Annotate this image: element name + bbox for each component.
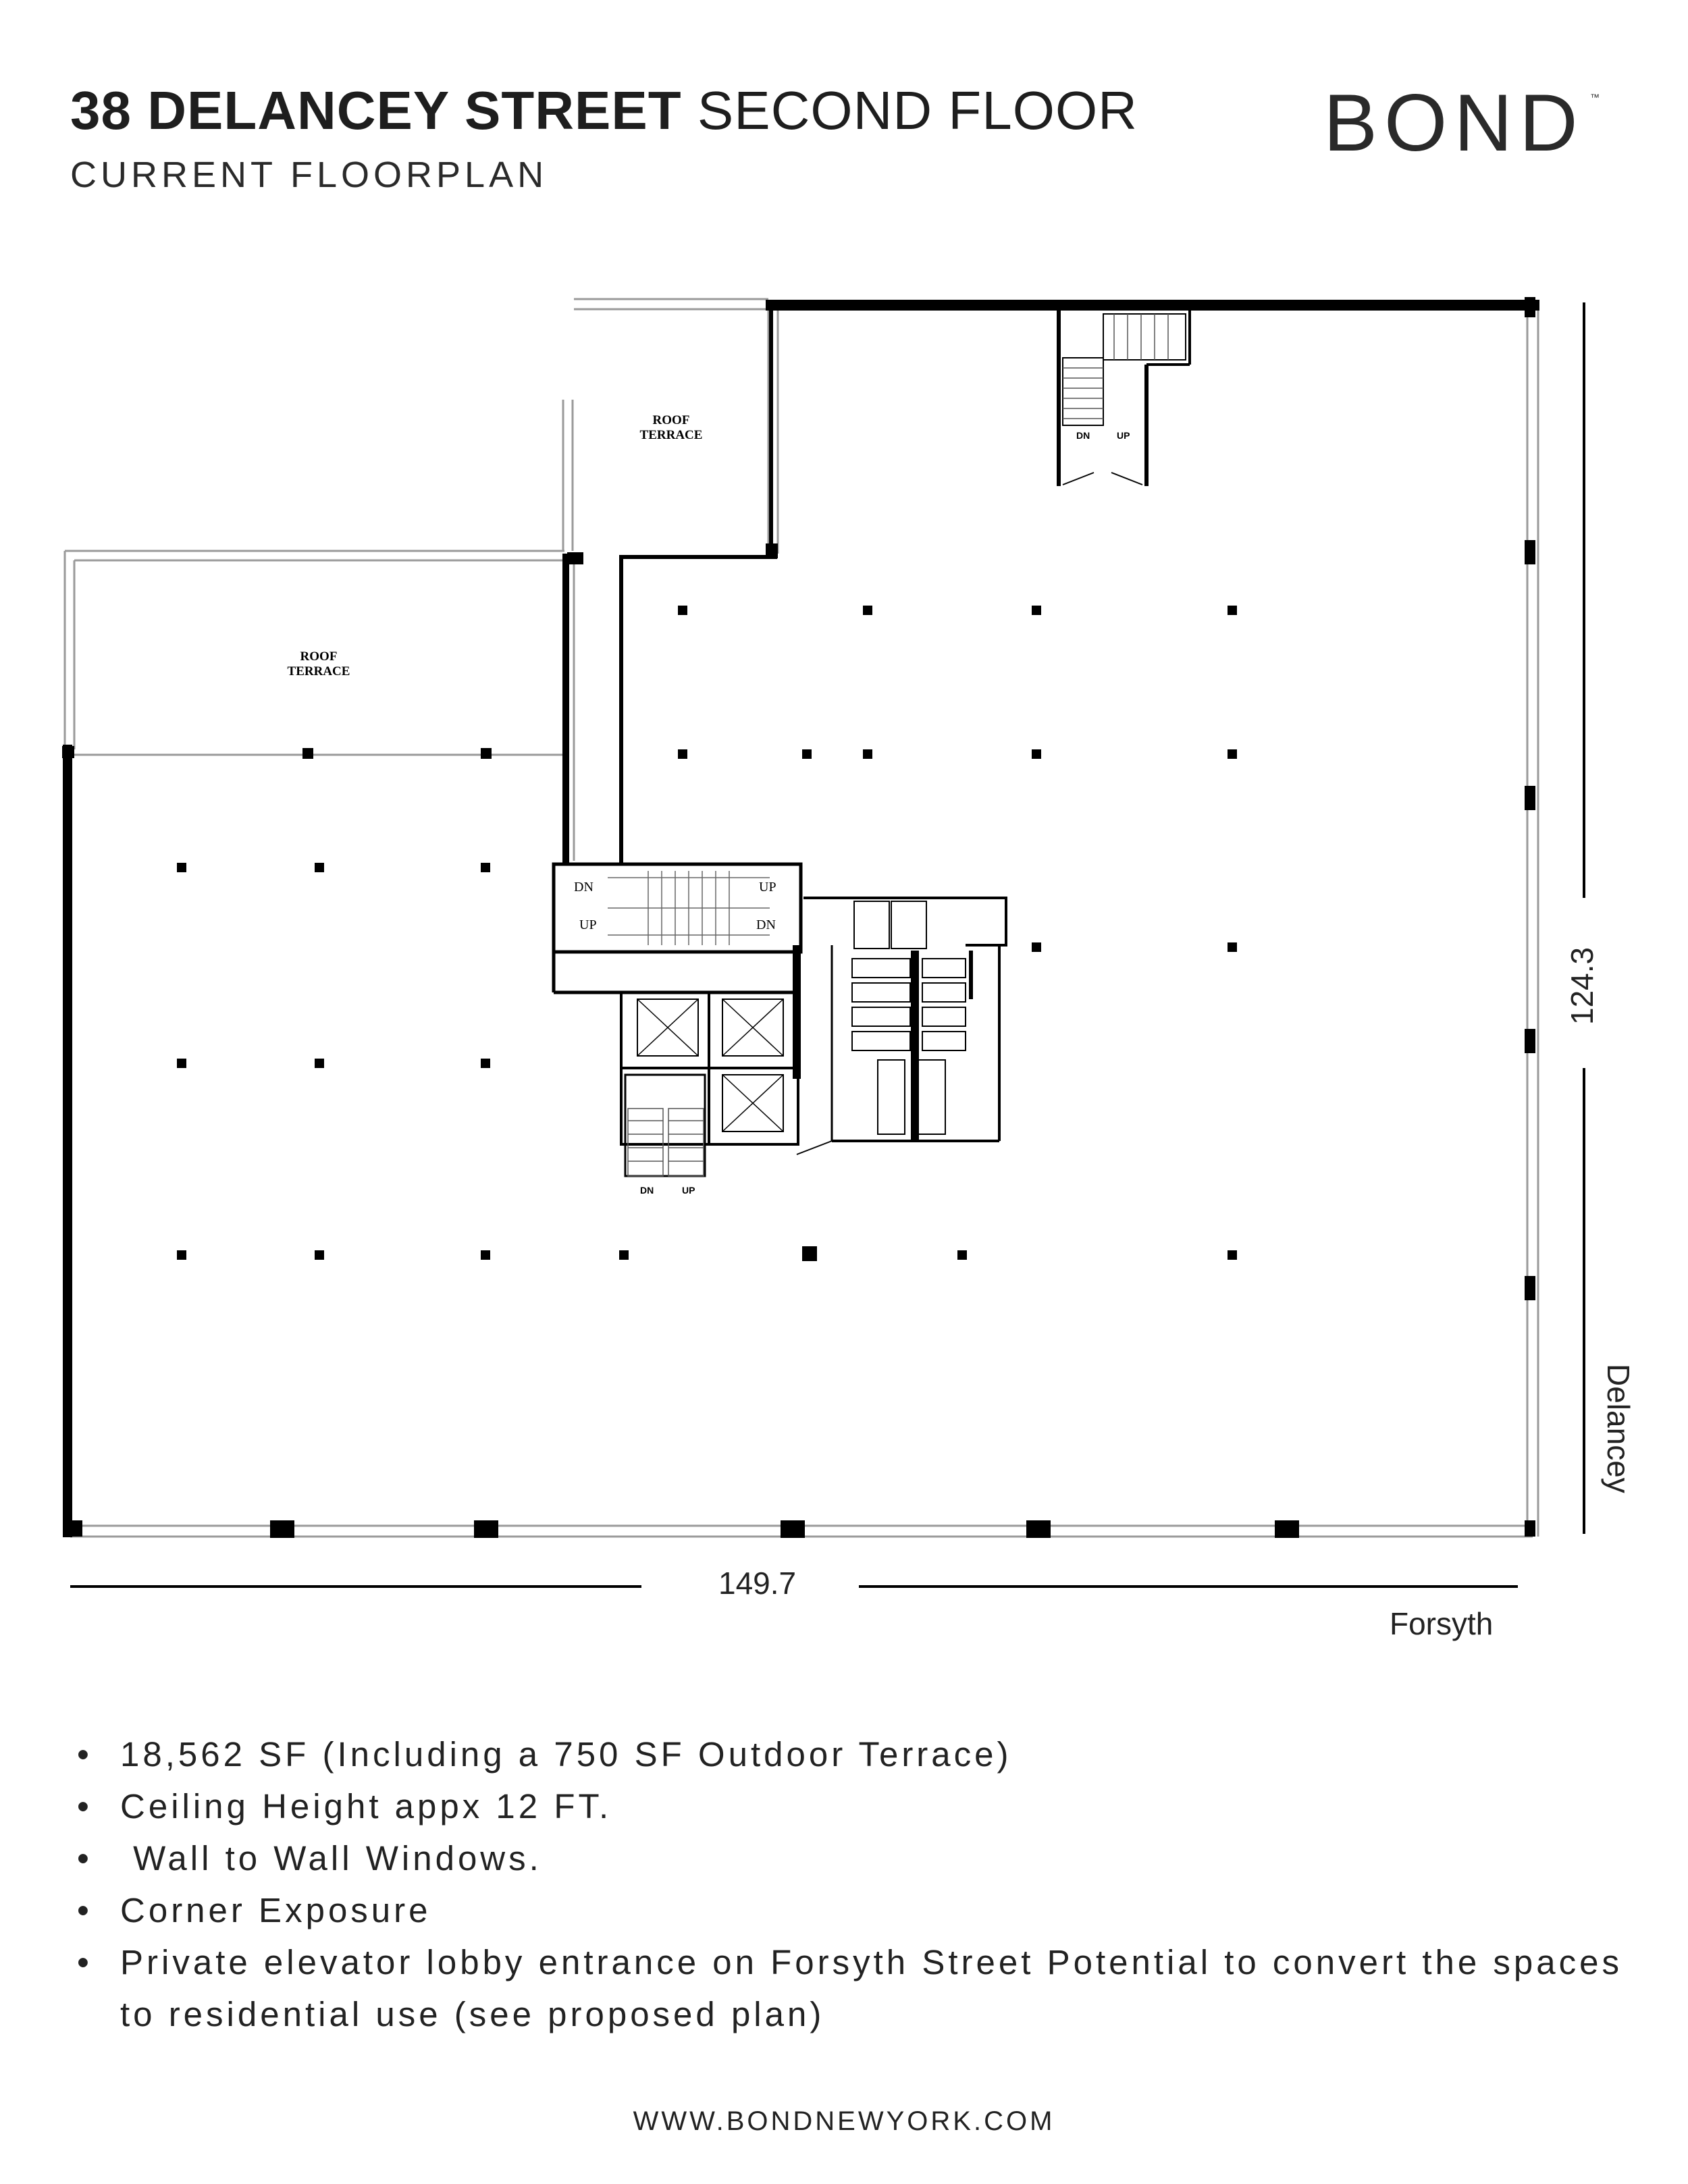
feature-item: • Ceiling Height appx 12 FT.: [68, 1780, 1634, 1832]
footer-website-link[interactable]: WWW.BONDNEWYORK.COM: [633, 2106, 1055, 2136]
stair-lower-up-label: UP: [682, 1185, 695, 1196]
restrooms: [796, 897, 1007, 1155]
terrace-label-left-line1: ROOF: [300, 649, 338, 664]
feature-list: • 18,562 SF (Including a 750 SF Outdoor T…: [68, 1728, 1634, 2040]
window-lines: [63, 298, 1539, 1538]
feature-item: • Private elevator lobby entrance on Fors…: [68, 1936, 1634, 2040]
terrace-label-top-line2: TERRACE: [640, 428, 703, 442]
floor-plan: DN UP DN UP UP DN: [62, 297, 1585, 1588]
terrace-label-left-line2: TERRACE: [288, 664, 350, 678]
page-subtitle: CURRENT FLOORPLAN: [70, 155, 548, 195]
feature-item: • Wall to Wall Windows.: [68, 1832, 1634, 1884]
depth-dimension-label: 124.3: [1564, 947, 1600, 1025]
core-stair: DN UP UP DN: [552, 862, 803, 994]
terrace-label-top-line1: ROOF: [653, 413, 690, 427]
stair-lower: [627, 1108, 704, 1177]
stair-top-up-label: UP: [1117, 430, 1130, 441]
feature-text: Wall to Wall Windows.: [120, 1839, 542, 1877]
title-floor: SECOND FLOOR: [697, 80, 1138, 140]
columns: [62, 297, 1535, 1538]
title-address: 38 DELANCEY STREET: [70, 80, 682, 140]
feature-item: • 18,562 SF (Including a 750 SF Outdoor T…: [68, 1728, 1634, 1780]
street-label-forsyth: Forsyth: [1390, 1606, 1494, 1641]
bullet-icon: •: [77, 1735, 93, 1774]
feature-text: Corner Exposure: [120, 1891, 431, 1929]
bullet-icon: •: [77, 1891, 93, 1929]
core-up-right-label: UP: [759, 880, 776, 895]
stair-top: DN UP: [1057, 311, 1191, 486]
feature-text: 18,562 SF (Including a 750 SF Outdoor Te…: [120, 1735, 1012, 1774]
core-up-left-label: UP: [579, 917, 597, 932]
bond-logo: BOND: [1323, 78, 1585, 168]
page-title: 38 DELANCEY STREET SECOND FLOOR: [70, 80, 1138, 142]
logo-trademark: ™: [1590, 92, 1600, 103]
dimension-lines: [70, 302, 1585, 1588]
core-dn-left-label: DN: [574, 880, 594, 895]
bullet-icon: •: [77, 1787, 93, 1826]
stair-top-dn-label: DN: [1076, 430, 1090, 441]
bullet-icon: •: [77, 1839, 93, 1877]
core-dn-right-label: DN: [756, 917, 776, 932]
bullet-icon: •: [77, 1943, 93, 1981]
feature-text: Ceiling Height appx 12 FT.: [120, 1787, 612, 1826]
feature-text: Private elevator lobby entrance on Forsy…: [120, 1943, 1623, 2033]
stair-lower-dn-label: DN: [640, 1185, 654, 1196]
street-label-delancey: Delancey: [1601, 1364, 1636, 1493]
feature-item: • Corner Exposure: [68, 1884, 1634, 1936]
elevator-core: [620, 945, 801, 1177]
width-dimension-label: 149.7: [718, 1566, 797, 1601]
exterior-walls: [63, 300, 1539, 1537]
